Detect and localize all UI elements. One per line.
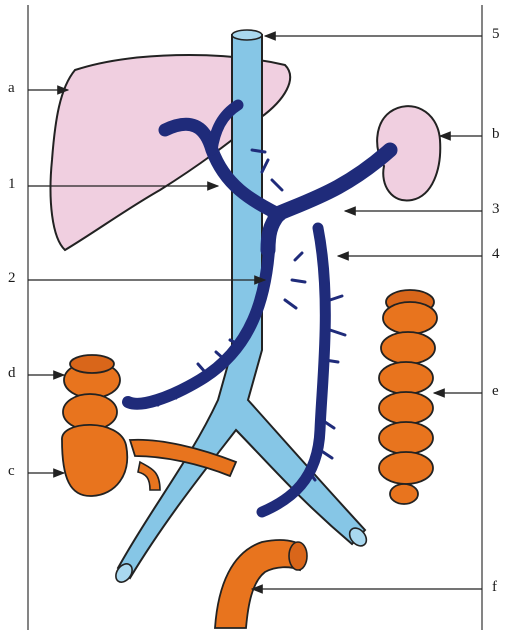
label-d: d bbox=[8, 366, 16, 381]
appendix bbox=[138, 462, 160, 490]
descending-colon bbox=[379, 290, 437, 504]
label-4: 4 bbox=[492, 247, 500, 262]
label-f: f bbox=[492, 580, 497, 595]
ascending-colon bbox=[62, 355, 127, 496]
label-5: 5 bbox=[492, 27, 500, 42]
label-1: 1 bbox=[8, 177, 16, 192]
label-b: b bbox=[492, 127, 500, 142]
label-3: 3 bbox=[492, 202, 500, 217]
label-e: e bbox=[492, 384, 499, 399]
rectum-opening bbox=[289, 542, 307, 570]
vena-cava-top-opening bbox=[232, 30, 262, 40]
label-2: 2 bbox=[8, 271, 16, 286]
label-a: a bbox=[8, 81, 15, 96]
label-c: c bbox=[8, 464, 15, 479]
